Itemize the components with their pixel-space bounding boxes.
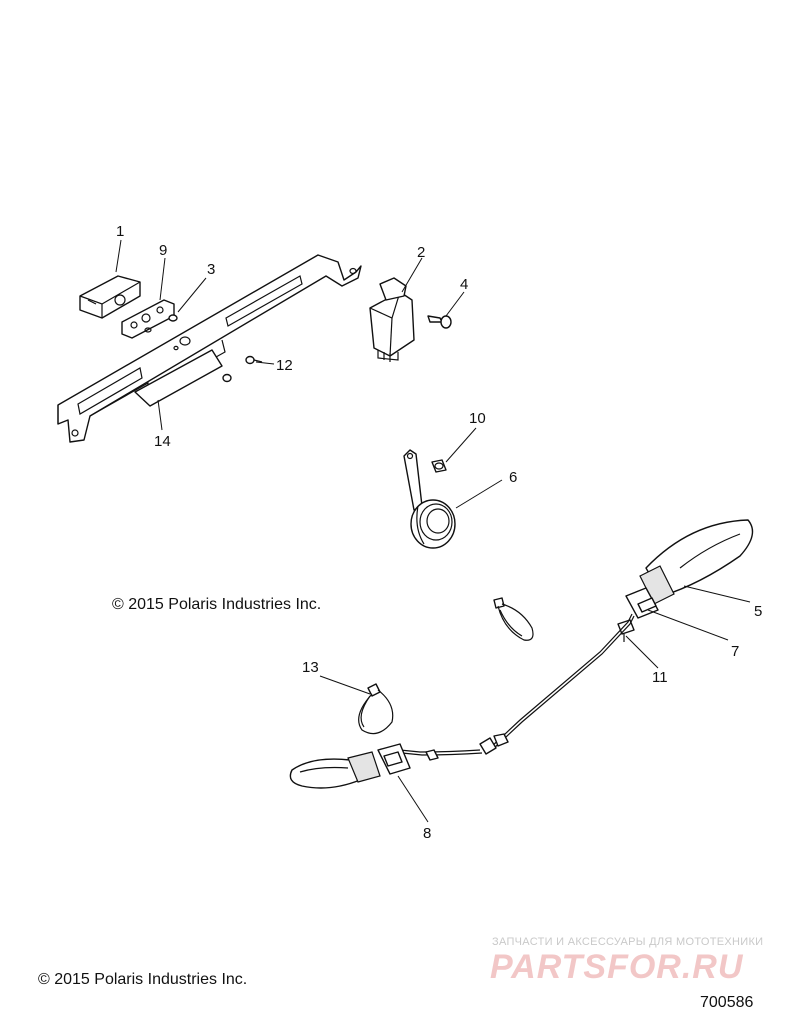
- callout-14: 14: [154, 433, 171, 450]
- callout-12: 12: [276, 357, 293, 374]
- screw-part-12: [222, 355, 263, 383]
- callout-5: 5: [754, 603, 762, 620]
- turn-signal-right-part: [625, 519, 754, 619]
- callout-11: 11: [652, 669, 668, 686]
- mounting-plate-part: [121, 299, 175, 339]
- bolt-part-4: [427, 315, 452, 329]
- callout-1: 1: [116, 223, 124, 240]
- callout-4: 4: [460, 276, 468, 293]
- callout-numbers: 1 2 3 4 5 6 7 8 9 10 11 12 13 14: [116, 223, 762, 842]
- cable-tie-part-loose: [493, 597, 534, 641]
- document-number: 700586: [700, 994, 753, 1011]
- callout-13: 13: [302, 659, 319, 676]
- callout-10: 10: [469, 410, 486, 427]
- flasher-relay-part: [369, 277, 415, 362]
- cable-tie-part-13: [358, 683, 394, 735]
- callout-9: 9: [159, 242, 167, 259]
- copyright-outer: © 2015 Polaris Industries Inc.: [38, 971, 247, 988]
- callout-3: 3: [207, 261, 215, 278]
- wire-harness: [399, 613, 635, 761]
- watermark-logo: PARTSFOR.RU: [490, 948, 744, 986]
- turn-signal-left-part: [289, 743, 411, 789]
- callout-6: 6: [509, 469, 517, 486]
- callout-7: 7: [731, 643, 739, 660]
- license-light-part: [79, 275, 141, 319]
- license-bracket-part: [57, 254, 362, 443]
- bolt-part-10: [431, 459, 447, 473]
- leader-lines: [115, 239, 751, 823]
- copyright-inner: © 2015 Polaris Industries Inc.: [112, 596, 321, 613]
- horn-part: [403, 449, 456, 549]
- watermark-tagline: ЗАПЧАСТИ И АКСЕССУАРЫ ДЛЯ МОТОТЕХНИКИ: [492, 936, 763, 948]
- callout-2: 2: [417, 244, 425, 261]
- nut-part-3: [168, 314, 178, 322]
- callout-8: 8: [423, 825, 431, 842]
